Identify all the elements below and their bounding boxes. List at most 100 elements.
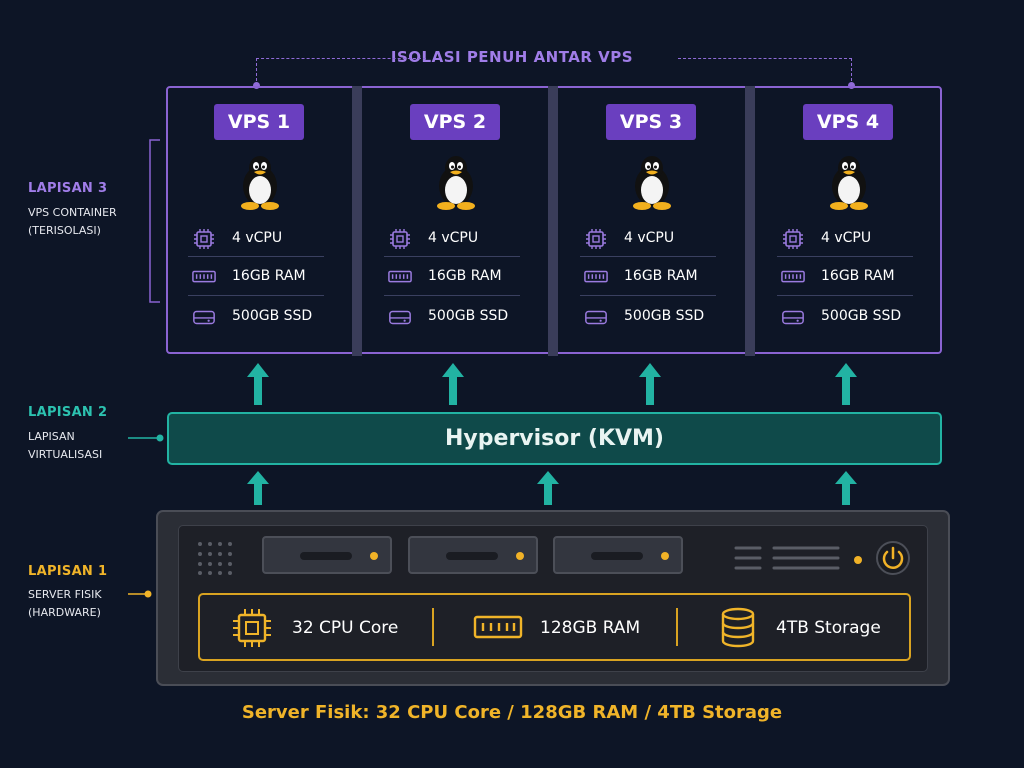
spec-divider (580, 295, 716, 296)
vps-card-2: VPS 2 4 vCPU 16 (362, 88, 549, 354)
vps-card-1: VPS 1 4 vCPU 16 (166, 88, 353, 354)
cpu-chip-icon (194, 229, 214, 249)
up-arrow-icon (639, 363, 661, 405)
vps-cpu-text: 4 vCPU (821, 230, 872, 246)
layer2-title: LAPISAN 2 (28, 405, 108, 420)
vps-cpu-text: 4 vCPU (232, 230, 283, 246)
vps-cpu-spec: 4 vCPU (781, 226, 915, 256)
vps-ram-text: 16GB RAM (428, 268, 502, 284)
ssd-drive-icon (193, 310, 215, 325)
layer3-subtitle: VPS CONTAINER (TERISOLASI) (28, 204, 117, 240)
layer1-line2: (HARDWARE) (28, 606, 101, 619)
isolation-line-right (678, 58, 852, 59)
up-arrow-icon (247, 471, 269, 505)
drive-led (370, 552, 378, 560)
linux-penguin-icon (830, 156, 868, 210)
layer1-subtitle: SERVER FISIK (HARDWARE) (28, 586, 102, 622)
vps-ram-text: 16GB RAM (821, 268, 895, 284)
vps-ssd-spec: 500GB SSD (781, 304, 915, 334)
up-arrow-icon (442, 363, 464, 405)
layer2-subtitle: LAPISAN VIRTUALISASI (28, 428, 102, 464)
vps-name-badge: VPS 1 (214, 104, 304, 140)
spec-divider (580, 256, 716, 257)
isolation-line-left (256, 58, 426, 59)
vps-ssd-text: 500GB SSD (821, 308, 902, 324)
vps-separator (745, 86, 755, 356)
hardware-specs-box (198, 593, 911, 661)
drive-led (661, 552, 669, 560)
drive-bay (408, 536, 538, 574)
drive-bay (262, 536, 392, 574)
spec-divider (777, 295, 913, 296)
vps-ssd-text: 500GB SSD (624, 308, 705, 324)
ram-module-icon (473, 615, 523, 639)
cpu-chip-icon (586, 229, 606, 249)
vps-cpu-text: 4 vCPU (624, 230, 675, 246)
layer2-line1: LAPISAN (28, 430, 75, 443)
power-button-icon[interactable] (875, 540, 911, 576)
hardware-cpu-text: 32 CPU Core (292, 618, 399, 638)
up-arrow-icon (247, 363, 269, 405)
vps-separator (548, 86, 558, 356)
vent-grille-icon (198, 542, 232, 575)
vps-ssd-text: 500GB SSD (428, 308, 509, 324)
layer1-line1: SERVER FISIK (28, 588, 102, 601)
vps-cpu-spec: 4 vCPU (584, 226, 718, 256)
up-arrow-icon (835, 363, 857, 405)
linux-penguin-icon (241, 156, 279, 210)
vps-cpu-spec: 4 vCPU (192, 226, 326, 256)
ssd-drive-icon (585, 310, 607, 325)
cpu-chip-icon (390, 229, 410, 249)
vps-cpu-text: 4 vCPU (428, 230, 479, 246)
vps-name-badge: VPS 4 (803, 104, 893, 140)
up-arrow-icon (537, 471, 559, 505)
vps-ram-spec: 16GB RAM (192, 264, 326, 294)
linux-penguin-icon (633, 156, 671, 210)
layer2-line2: VIRTUALISASI (28, 448, 103, 461)
vps-separator (352, 86, 362, 356)
cpu-chip-icon (233, 609, 271, 647)
isolation-label: ISOLASI PENUH ANTAR VPS (390, 48, 634, 66)
hardware-storage-text: 4TB Storage (776, 618, 881, 638)
vps-name-badge: VPS 3 (606, 104, 696, 140)
spec-divider (188, 256, 324, 257)
ram-module-icon (388, 270, 412, 283)
vps-ram-text: 16GB RAM (624, 268, 698, 284)
layer1-title: LAPISAN 1 (28, 564, 108, 579)
status-led (854, 556, 862, 564)
drive-led (516, 552, 524, 560)
cpu-chip-icon (783, 229, 803, 249)
hardware-divider (676, 608, 678, 646)
vps-ssd-spec: 500GB SSD (192, 304, 326, 334)
server-caption: Server Fisik: 32 CPU Core / 128GB RAM / … (241, 702, 783, 723)
vps-cpu-spec: 4 vCPU (388, 226, 522, 256)
ram-module-icon (781, 270, 805, 283)
vps-name-badge: VPS 2 (410, 104, 500, 140)
vps-ram-spec: 16GB RAM (388, 264, 522, 294)
ram-module-icon (192, 270, 216, 283)
linux-penguin-icon (437, 156, 475, 210)
spec-divider (777, 256, 913, 257)
ssd-drive-icon (389, 310, 411, 325)
vps-ssd-text: 500GB SSD (232, 308, 313, 324)
vps-ssd-spec: 500GB SSD (584, 304, 718, 334)
layer3-title: LAPISAN 3 (28, 181, 108, 196)
vps-ram-spec: 16GB RAM (584, 264, 718, 294)
spec-divider (384, 256, 520, 257)
database-storage-icon (721, 607, 755, 648)
isolation-dot-right (848, 82, 855, 89)
vps-ram-spec: 16GB RAM (781, 264, 915, 294)
vps-card-3: VPS 3 4 vCPU 16 (558, 88, 745, 354)
layer3-line2: (TERISOLASI) (28, 224, 101, 237)
ram-module-icon (584, 270, 608, 283)
isolation-dot-left (253, 82, 260, 89)
drive-bay (553, 536, 683, 574)
isolation-drop-right (851, 58, 852, 86)
vent-lines-icon (734, 546, 840, 570)
spec-divider (384, 295, 520, 296)
spec-divider (188, 295, 324, 296)
up-arrow-icon (835, 471, 857, 505)
vps-ram-text: 16GB RAM (232, 268, 306, 284)
layer3-line1: VPS CONTAINER (28, 206, 117, 219)
